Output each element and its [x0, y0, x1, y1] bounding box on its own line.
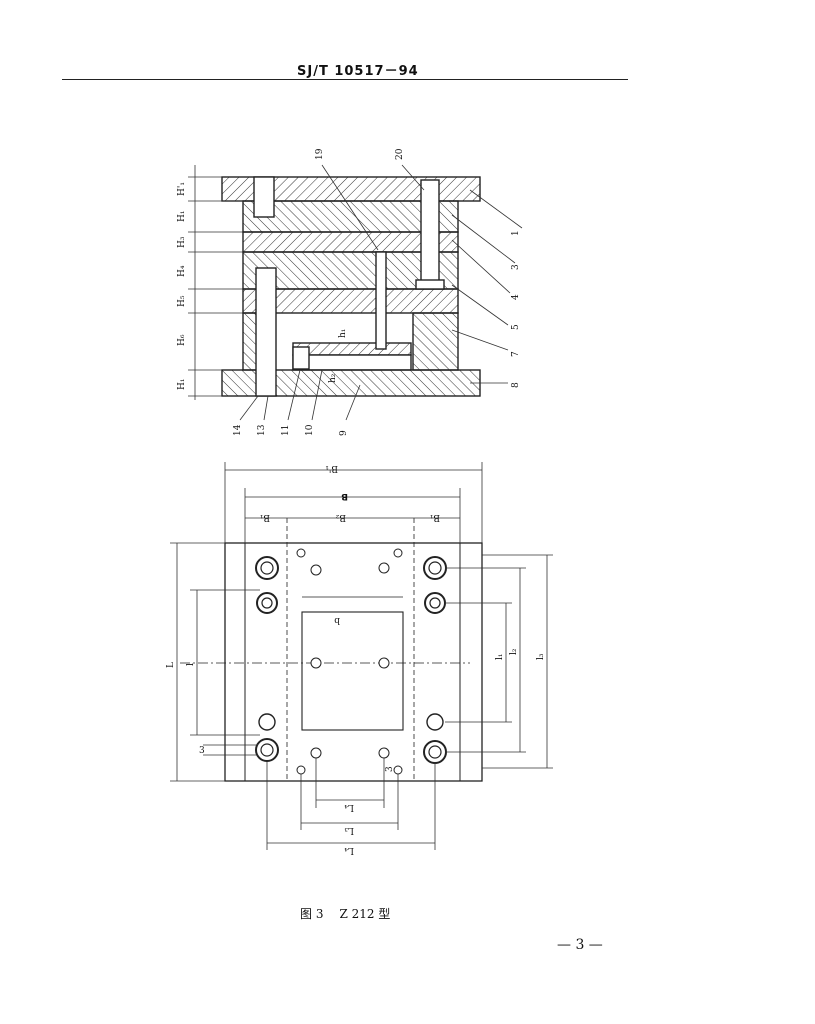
height-label: H₁	[177, 211, 187, 222]
width-label: B	[341, 491, 348, 501]
pin-hole	[310, 564, 322, 576]
standard-code: SJ/T 10517－94	[297, 64, 419, 79]
guide-hole	[260, 561, 274, 575]
height-label: H₄	[177, 265, 187, 277]
pin-hole	[310, 747, 322, 759]
plan-guide-holes	[255, 556, 447, 764]
length-label: l₂	[509, 648, 519, 655]
length-label: l₁	[495, 654, 505, 661]
pin-hole	[296, 765, 306, 775]
pin-hole	[310, 657, 322, 669]
part-number: 5	[511, 324, 521, 330]
pin-hole	[393, 548, 403, 558]
part-number: 10	[305, 424, 315, 436]
figure-type: Z 212 型	[339, 907, 391, 921]
inner-label: 3	[385, 766, 395, 772]
height-label: H'₁	[177, 182, 187, 196]
inner-label: 3	[199, 746, 205, 756]
bottom-label: L₄	[344, 802, 354, 812]
guide-bush-right	[415, 279, 445, 290]
height-label: H₁	[177, 379, 187, 390]
pin-hole	[378, 562, 390, 574]
screw-top-left	[253, 176, 275, 218]
length-label: l	[186, 663, 196, 666]
return-pin	[375, 251, 387, 350]
part-numbers-right: 1 3 4 5 7 8	[511, 230, 521, 388]
guide-hole	[258, 713, 276, 731]
part-leaders-top	[321, 164, 425, 251]
height-dimensions	[188, 165, 243, 400]
guide-hole	[429, 597, 441, 609]
part-number: 7	[511, 351, 521, 357]
part-number: 4	[511, 294, 521, 300]
plan-view	[180, 518, 483, 782]
plan-inner-plate	[244, 542, 461, 782]
guide-pillar-right	[420, 179, 440, 287]
part-number: 9	[339, 430, 349, 436]
pin-hole	[393, 765, 403, 775]
height-label: H₅	[177, 295, 187, 307]
screw-bottom-left	[255, 267, 277, 397]
height-label: H₃	[177, 236, 187, 248]
inner-label: h₂	[328, 373, 338, 383]
height-label: H₆	[177, 334, 187, 346]
plan-dimensions	[170, 462, 553, 850]
ejector-retainer-plate	[292, 342, 412, 356]
guide-hole	[260, 743, 274, 757]
inner-label: h₁	[338, 329, 348, 338]
bottom-label: L₄	[344, 845, 354, 855]
figure-caption: 图 3 Z 212 型	[300, 905, 406, 922]
part-leaders-bottom	[239, 369, 361, 421]
spacer-block-right	[412, 312, 459, 371]
header-rule	[62, 79, 628, 80]
plan-cavity	[301, 611, 404, 731]
part-number: 8	[511, 382, 521, 388]
part-number: 3	[511, 264, 521, 270]
pin-hole	[378, 657, 390, 669]
section-view	[221, 176, 481, 397]
part-number: 13	[257, 424, 267, 436]
part-number: 19	[315, 148, 325, 160]
pin-hole	[296, 548, 306, 558]
ejector-plate	[292, 354, 412, 371]
part-number: 11	[281, 425, 291, 436]
length-label: L	[166, 662, 176, 668]
guide-hole	[428, 745, 442, 759]
part-number: 1	[511, 230, 521, 236]
plan-pin-holes	[296, 548, 403, 775]
support-plate	[242, 288, 459, 314]
part-number: 20	[395, 148, 405, 160]
page-number: — 3 —	[557, 937, 603, 953]
width-label: B₁	[260, 512, 270, 522]
length-label: l₃	[536, 653, 546, 660]
figure-label: 图 3	[300, 907, 324, 921]
stop-pin-left	[292, 346, 310, 370]
pin-hole	[378, 747, 390, 759]
part-leaders-right	[451, 189, 523, 384]
bottom-label: L₃	[344, 825, 354, 835]
width-label: B₁	[430, 512, 440, 522]
inner-label: b	[334, 615, 340, 625]
guide-hole	[261, 597, 273, 609]
guide-hole	[428, 561, 442, 575]
part-number: 14	[233, 424, 243, 436]
width-label: B₂	[335, 512, 346, 522]
guide-hole	[426, 713, 444, 731]
height-labels: H'₁ H₁ H₃ H₄ H₅ H₆ H₁	[177, 182, 187, 390]
width-label: B'₁	[325, 463, 338, 473]
